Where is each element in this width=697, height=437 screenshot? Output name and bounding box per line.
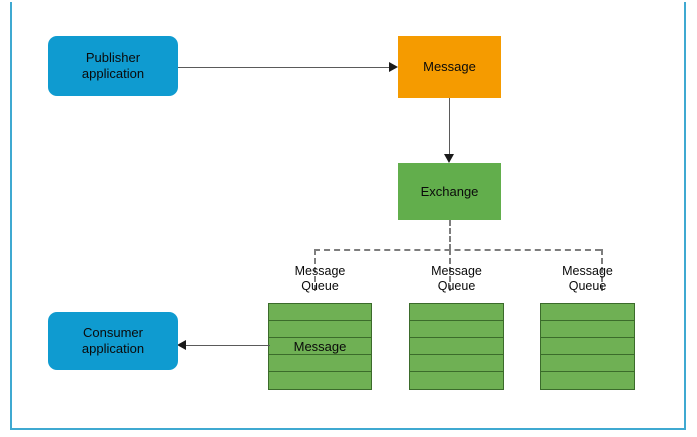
consumer-application-node: Consumer application: [48, 312, 178, 370]
queue-cell: [269, 372, 371, 389]
publisher-application-node: Publisher application: [48, 36, 178, 96]
queue-cell: [410, 338, 503, 355]
frame-right-rule: [684, 2, 686, 430]
connector-message-to-exchange: [449, 98, 450, 156]
dashed-distribution-bus: [314, 249, 601, 251]
queue-cell: [410, 321, 503, 338]
queue-cell: [541, 338, 634, 355]
arrowhead-right-icon: [389, 62, 398, 72]
message-queue-1-stack: Message: [268, 303, 372, 390]
queue-cell: [541, 372, 634, 389]
queue-cell: [541, 321, 634, 338]
queue-cell: [269, 321, 371, 338]
queue-cell: [269, 355, 371, 372]
arrowhead-left-icon: [177, 340, 186, 350]
frame-bottom-rule: [10, 428, 686, 430]
frame-left-rule: [10, 2, 12, 430]
exchange-node: Exchange: [398, 163, 501, 220]
queue-cell: [410, 304, 503, 321]
message-queue-2-stack: [409, 303, 504, 390]
connector-publisher-to-message: [178, 67, 391, 68]
dashed-trunk-from-exchange: [449, 220, 451, 250]
dashed-drop-to-queue-3: [601, 249, 603, 291]
queue-cell: [269, 304, 371, 321]
message-queue-3-label: Message Queue: [562, 264, 613, 293]
queue-cell: [541, 355, 634, 372]
message-queue-2-label: Message Queue: [431, 264, 482, 293]
queue-cell: [410, 355, 503, 372]
dashed-drop-to-queue-2: [449, 249, 451, 291]
arrowhead-down-icon: [444, 154, 454, 163]
queue-cell: Message: [269, 338, 371, 355]
message-node: Message: [398, 36, 501, 98]
message-queue-3-stack: [540, 303, 635, 390]
queue-cell: [541, 304, 634, 321]
queue-cell: [410, 372, 503, 389]
dashed-drop-to-queue-1: [314, 249, 316, 291]
connector-queue-to-consumer: [186, 345, 270, 346]
message-queue-1-label: Message Queue: [294, 264, 346, 293]
